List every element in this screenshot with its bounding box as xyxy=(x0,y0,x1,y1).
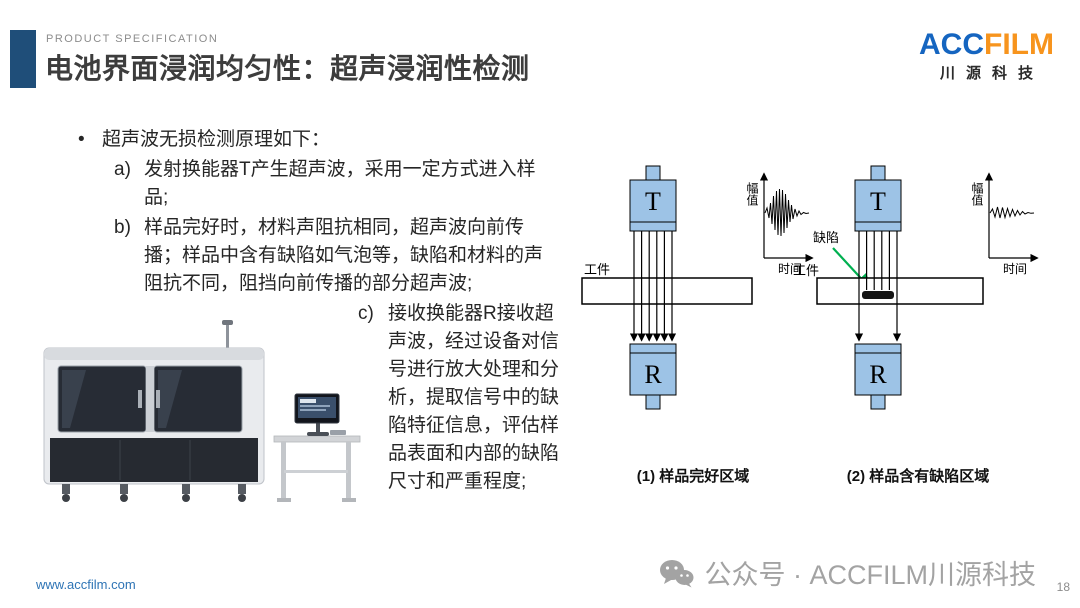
transmitter-label: T xyxy=(870,187,886,216)
signal-plot: 幅值 时间 xyxy=(970,172,1039,276)
receiver-box xyxy=(854,352,902,396)
eyebrow-label: PRODUCT SPECIFICATION xyxy=(46,33,219,45)
logo-part-orange: FILM xyxy=(984,28,1054,61)
diagram-defect-sample: T 缺陷 工件 R xyxy=(793,158,1043,486)
machine-illustration xyxy=(43,320,361,502)
item-text: 接收换能器R接收超声波，经过设备对信号进行放大处理和分析，提取信号中的缺陷特征信… xyxy=(388,303,560,492)
sample-bar xyxy=(816,277,984,305)
time-axis-label: 时间 xyxy=(778,262,802,276)
list-item: a) 发射换能器T产生超声波，采用一定方式进入样品; xyxy=(114,156,602,212)
transmitter-box xyxy=(854,179,902,223)
logo-subtitle: 川源科技 xyxy=(940,65,1045,82)
body-text: • 超声波无损检测原理如下： a) 发射换能器T产生超声波，采用一定方式进入样品… xyxy=(78,126,602,496)
receiver-connector xyxy=(645,394,661,410)
receiver-connector xyxy=(870,394,886,410)
amplitude-axis-label: 幅值 xyxy=(970,181,984,207)
page-number: 18 xyxy=(1056,580,1070,594)
receiver-face xyxy=(854,343,902,354)
signal-plot: 幅值 时间 xyxy=(745,172,814,276)
watermark: 公众号 · ACCFILM川源科技 xyxy=(658,553,1036,592)
receiver-label: R xyxy=(644,360,662,389)
sample-bar xyxy=(581,277,753,305)
company-logo: ACCFILM 川源科技 xyxy=(919,30,1054,83)
wechat-icon xyxy=(660,559,694,587)
workpiece-label: 工件 xyxy=(793,263,819,278)
transmitter-face xyxy=(854,221,902,232)
transmitter-face xyxy=(629,221,677,232)
item-marker: c) xyxy=(358,303,374,324)
list-item: b) 样品完好时，材料声阻抗相同，超声波向前传播；样品中含有缺陷如气泡等，缺陷和… xyxy=(114,214,602,298)
page-title: 电池界面浸润均匀性：超声浸润性检测 xyxy=(45,53,530,84)
accent-bar xyxy=(10,30,36,88)
ultrasound-diagram-defect: T 缺陷 工件 R xyxy=(793,165,1039,410)
diagram-intact-sample: T 工件 R 幅值 时间 xyxy=(568,158,818,486)
intro-text: 超声波无损检测原理如下： xyxy=(102,129,331,150)
time-axis-label: 时间 xyxy=(1003,262,1027,276)
item-text: 样品完好时，材料声阻抗相同，超声波向前传播；样品中含有缺陷如气泡等，缺陷和材料的… xyxy=(144,217,544,294)
amplitude-axis-label: 幅值 xyxy=(745,181,759,207)
ultrasound-diagram-good: T 工件 R 幅值 时间 xyxy=(581,165,814,410)
waveform-strong xyxy=(764,188,810,237)
ultrasound-beams xyxy=(629,231,677,342)
receiver-face xyxy=(629,343,677,354)
transmitter-label: T xyxy=(645,187,661,216)
diagram-caption: (2) 样品含有缺陷区域 xyxy=(846,468,990,485)
machine-cabinet xyxy=(43,320,265,502)
bullet-row: • 超声波无损检测原理如下： xyxy=(78,126,602,154)
receiver-label: R xyxy=(869,360,887,389)
transmitter-connector xyxy=(645,165,661,181)
waveform-weak xyxy=(989,206,1035,220)
bullet-icon: • xyxy=(78,129,85,150)
item-marker: a) xyxy=(114,159,131,180)
item-text: 发射换能器T产生超声波，采用一定方式进入样品; xyxy=(144,159,536,208)
defect-spot xyxy=(862,291,894,299)
monitor xyxy=(294,393,340,436)
workpiece-label: 工件 xyxy=(584,262,610,277)
website-link[interactable]: www.accfilm.com xyxy=(36,577,136,592)
list-item: c) 接收换能器R接收超声波，经过设备对信号进行放大处理和分析，提取信号中的缺陷… xyxy=(358,300,602,496)
ultrasound-beams xyxy=(854,231,902,342)
logo-wordmark: ACCFILM xyxy=(919,30,1054,60)
receiver-box xyxy=(629,352,677,396)
defect-label: 缺陷 xyxy=(813,230,839,245)
item-marker: b) xyxy=(114,217,131,238)
operator-desk xyxy=(273,430,361,502)
transmitter-connector xyxy=(870,165,886,181)
watermark-text: 公众号 · ACCFILM川源科技 xyxy=(704,560,1036,590)
diagram-caption: (1) 样品完好区域 xyxy=(636,468,750,485)
logo-part-blue: ACC xyxy=(919,28,985,61)
